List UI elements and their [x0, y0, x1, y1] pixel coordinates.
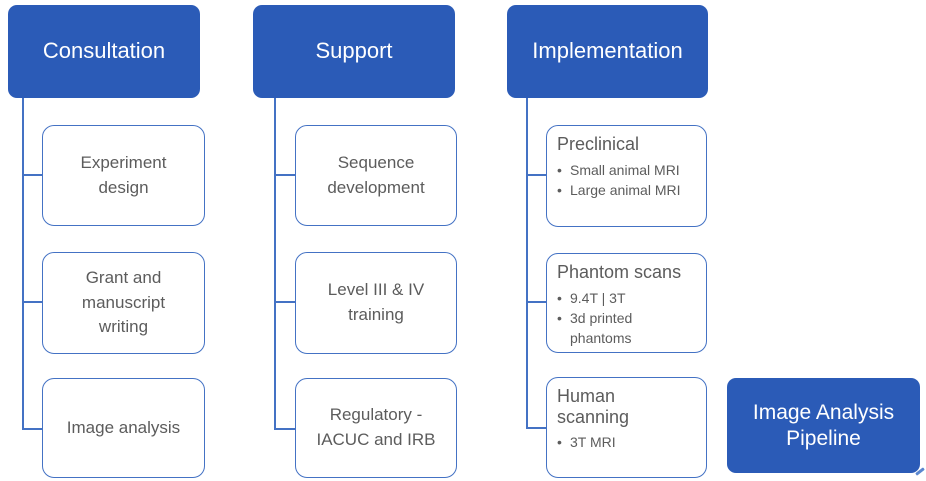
bullet-small-animal-mri: Small animal MRI: [557, 161, 700, 181]
box-phantom-scans-title: Phantom scans: [557, 262, 682, 282]
box-level-training: Level III & IV training: [295, 252, 457, 354]
connector-consultation-stub-2: [22, 301, 42, 303]
connector-implementation-stub-3: [526, 427, 546, 429]
connector-support-stub-2: [274, 301, 295, 303]
box-regulatory-label: Regulatory - IACUC and IRB: [316, 405, 436, 449]
box-image-analysis-pipeline-label: Image Analysis Pipeline: [752, 401, 895, 450]
connector-consultation-trunk: [22, 98, 24, 430]
box-image-analysis: Image analysis: [42, 378, 205, 478]
bullet-large-animal-mri: Large animal MRI: [557, 181, 700, 201]
box-experiment-design-label: Experiment design: [80, 152, 167, 197]
box-preclinical-bullets: Small animal MRI Large animal MRI: [557, 161, 700, 201]
box-level-training-label: Level III & IV training: [327, 280, 425, 324]
header-implementation: Implementation: [507, 5, 708, 98]
connector-support-stub-3: [274, 428, 295, 430]
box-regulatory: Regulatory - IACUC and IRB: [295, 378, 457, 478]
box-grant-manuscript-writing: Grant and manuscript writing: [42, 252, 205, 354]
header-consultation: Consultation: [8, 5, 200, 98]
connector-support-stub-1: [274, 174, 295, 176]
box-phantom-scans-bullets: 9.4T | 3T 3d printed phantoms: [557, 289, 700, 349]
box-human-scanning-bullets: 3T MRI: [557, 433, 700, 453]
bullet-3t-mri: 3T MRI: [557, 433, 700, 453]
box-grant-manuscript-writing-label: Grant and manuscript writing: [81, 268, 166, 337]
connector-implementation-stub-2: [526, 301, 546, 303]
box-image-analysis-pipeline: Image Analysis Pipeline: [727, 378, 920, 473]
connector-support-trunk: [274, 98, 276, 430]
bullet-field-strengths: 9.4T | 3T: [557, 289, 700, 309]
box-preclinical-title: Preclinical: [557, 134, 640, 154]
connector-consultation-stub-3: [22, 428, 42, 430]
box-preclinical: Preclinical Small animal MRI Large anima…: [546, 125, 707, 227]
header-support: Support: [253, 5, 455, 98]
box-image-analysis-label: Image analysis: [66, 417, 181, 437]
header-implementation-label: Implementation: [532, 38, 683, 64]
bullet-3d-printed-phantoms: 3d printed phantoms: [557, 309, 700, 348]
header-consultation-label: Consultation: [42, 38, 166, 64]
box-experiment-design: Experiment design: [42, 125, 205, 226]
connector-implementation-stub-1: [526, 174, 546, 176]
box-human-scanning: Human scanning 3T MRI: [546, 377, 707, 478]
box-sequence-development-label: Sequence development: [327, 152, 425, 197]
header-support-label: Support: [315, 38, 393, 64]
connector-implementation-trunk: [526, 98, 528, 429]
connector-consultation-stub-1: [22, 174, 42, 176]
box-sequence-development: Sequence development: [295, 125, 457, 226]
box-phantom-scans: Phantom scans 9.4T | 3T 3d printed phant…: [546, 253, 707, 353]
box-human-scanning-title: Human scanning: [557, 386, 630, 427]
